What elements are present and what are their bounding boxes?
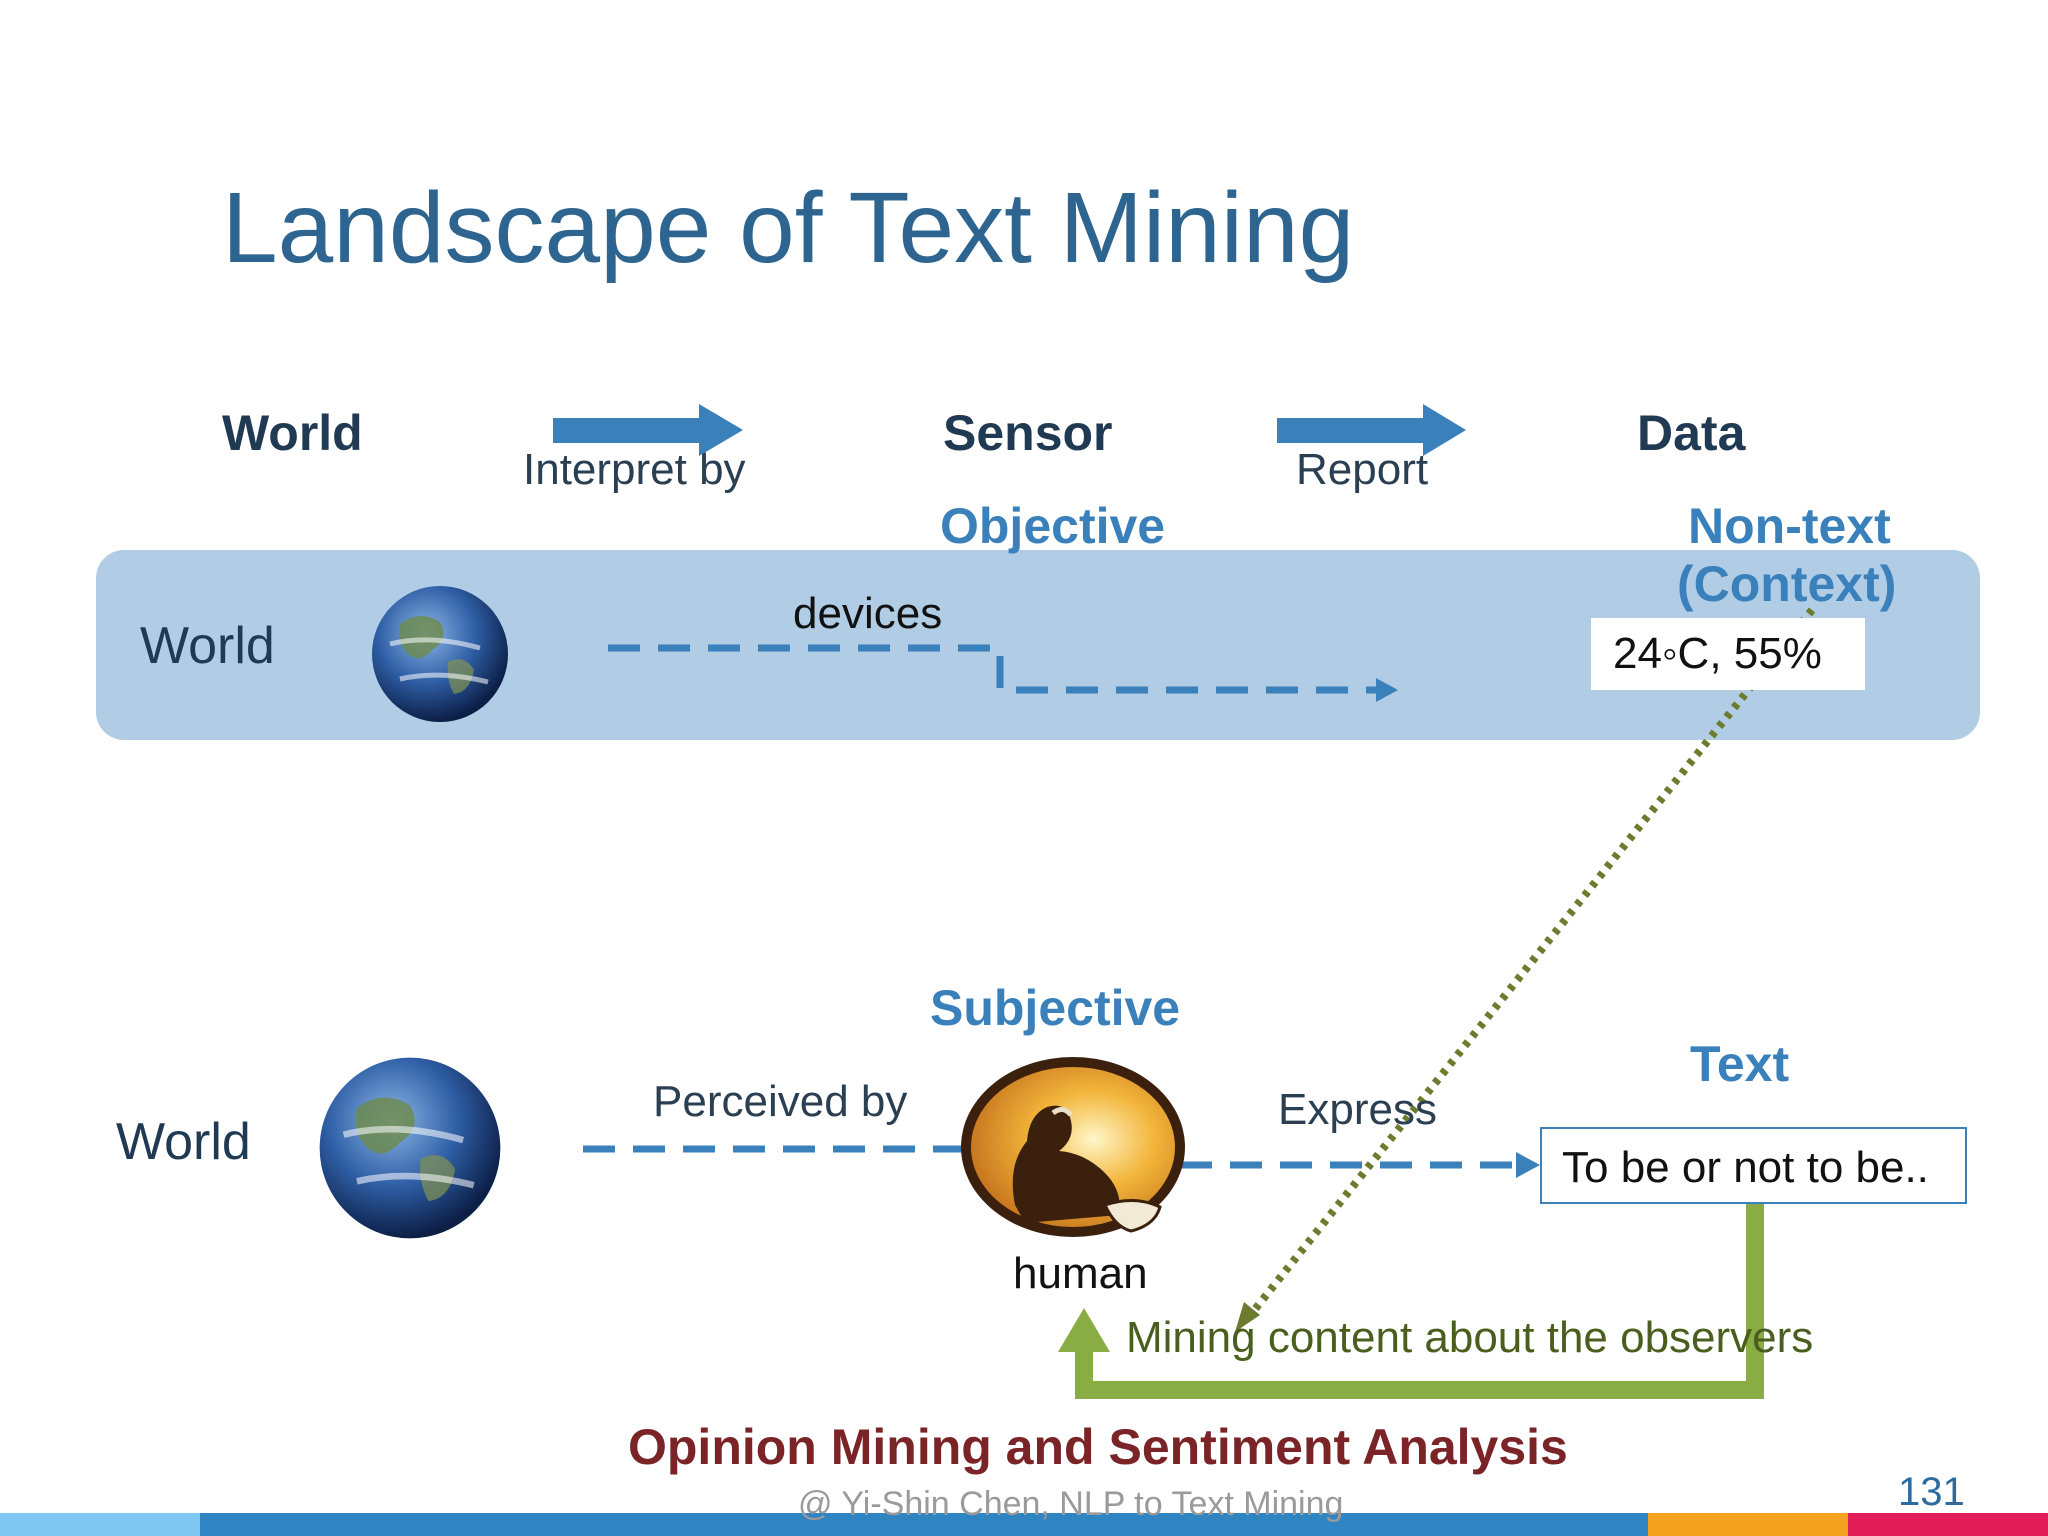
subjective-world-label: World xyxy=(116,1113,251,1171)
perceived-by-label: Perceived by xyxy=(653,1077,908,1126)
text-label: Text xyxy=(1690,1036,1790,1092)
arrow-right-icon xyxy=(1277,404,1466,456)
context-label: (Context) xyxy=(1677,556,1897,612)
quote-text: To be or not to be.. xyxy=(1562,1143,1929,1192)
header-data: Data xyxy=(1637,405,1746,461)
objective-label: Objective xyxy=(940,498,1166,554)
footer-strip-blue xyxy=(200,1513,1648,1536)
non-text-label: Non-text xyxy=(1688,498,1891,554)
devices-dashed-arrow xyxy=(608,644,1380,694)
objective-world-label: World xyxy=(140,617,275,675)
footer-strip-light-blue xyxy=(0,1513,200,1536)
header-interpret-by: Interpret by xyxy=(523,445,746,494)
human-label: human xyxy=(1013,1249,1148,1298)
arrow-right-icon xyxy=(553,404,743,456)
footer-strip-pink xyxy=(1848,1513,2048,1536)
express-label: Express xyxy=(1278,1085,1437,1134)
page-title: Landscape of Text Mining xyxy=(222,172,1355,284)
thinker-icon xyxy=(961,1057,1185,1237)
quote-box: To be or not to be.. xyxy=(1540,1127,1967,1204)
mining-return-arrow xyxy=(1075,1203,1764,1399)
globe-icon xyxy=(319,1057,501,1239)
globe-icon xyxy=(372,586,508,722)
footer-strip-orange xyxy=(1648,1513,1848,1536)
page-number: 131 xyxy=(1898,1470,1965,1514)
opinion-mining-title: Opinion Mining and Sentiment Analysis xyxy=(628,1419,1568,1475)
header-sensor: Sensor xyxy=(943,405,1113,461)
sensor-reading-box: 24◦C, 55% xyxy=(1591,618,1865,690)
header-world: World xyxy=(222,405,363,461)
footer-credit: @ Yi-Shin Chen, NLP to Text Mining xyxy=(798,1485,1344,1523)
devices-label: devices xyxy=(793,589,943,638)
sensor-reading-text: 24◦C, 55% xyxy=(1613,629,1822,678)
subjective-label: Subjective xyxy=(930,980,1181,1036)
mining-note: Mining content about the observers xyxy=(1126,1313,1814,1362)
context-dotted-arrow xyxy=(1244,607,1816,1321)
header-report: Report xyxy=(1296,445,1429,494)
